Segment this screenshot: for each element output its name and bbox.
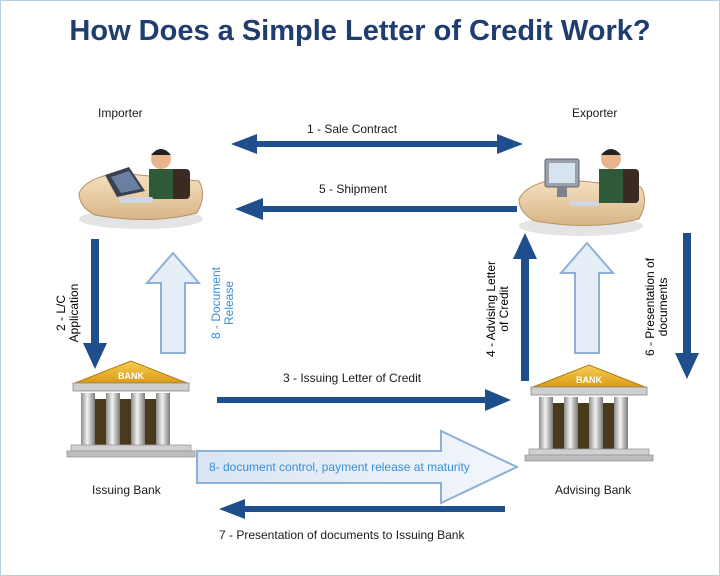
arrow-payment-release (196, 429, 520, 505)
step-1-label: 1 - Sale Contract (307, 122, 398, 136)
arrow-shipment (235, 198, 517, 220)
page-title: How Does a Simple Letter of Credit Work? (69, 15, 651, 47)
arrow-lc-application (83, 239, 107, 369)
arrow-exporter-up (558, 241, 616, 354)
issuing-bank-label: Issuing Bank (92, 483, 161, 497)
exporter-label: Exporter (572, 106, 618, 120)
importer-illustration (78, 149, 203, 229)
step-7-label: 7 - Presentation of documents to Issuing… (219, 528, 465, 542)
arrow-document-release (144, 251, 202, 354)
arrow-advising-lc (513, 233, 537, 381)
importer-label: Importer (98, 106, 143, 120)
arrow-issuing-lc (217, 389, 511, 411)
step-5-label: 5 - Shipment (319, 182, 388, 196)
arrow-sale-contract (231, 134, 523, 154)
advising-bank-sign: BANK (576, 375, 602, 385)
step-8-payment-label: 8- document control, payment release at … (209, 460, 470, 474)
advising-bank-label: Advising Bank (555, 483, 632, 497)
step-8-document-release-label: 8 - Document Release (209, 266, 236, 340)
issuing-bank-sign: BANK (118, 371, 144, 381)
step-6-label: 6 - Presentation of documents (643, 257, 670, 357)
arrow-presentation-docs (675, 233, 699, 379)
arrow-presentation-to-issuing (219, 499, 505, 519)
step-4-label: 4 - Advising Letter of Credit (484, 260, 511, 358)
step-2-label: 2 - L/C Application (54, 283, 81, 343)
step-3-label: 3 - Issuing Letter of Credit (283, 371, 422, 385)
exporter-illustration (518, 149, 645, 236)
